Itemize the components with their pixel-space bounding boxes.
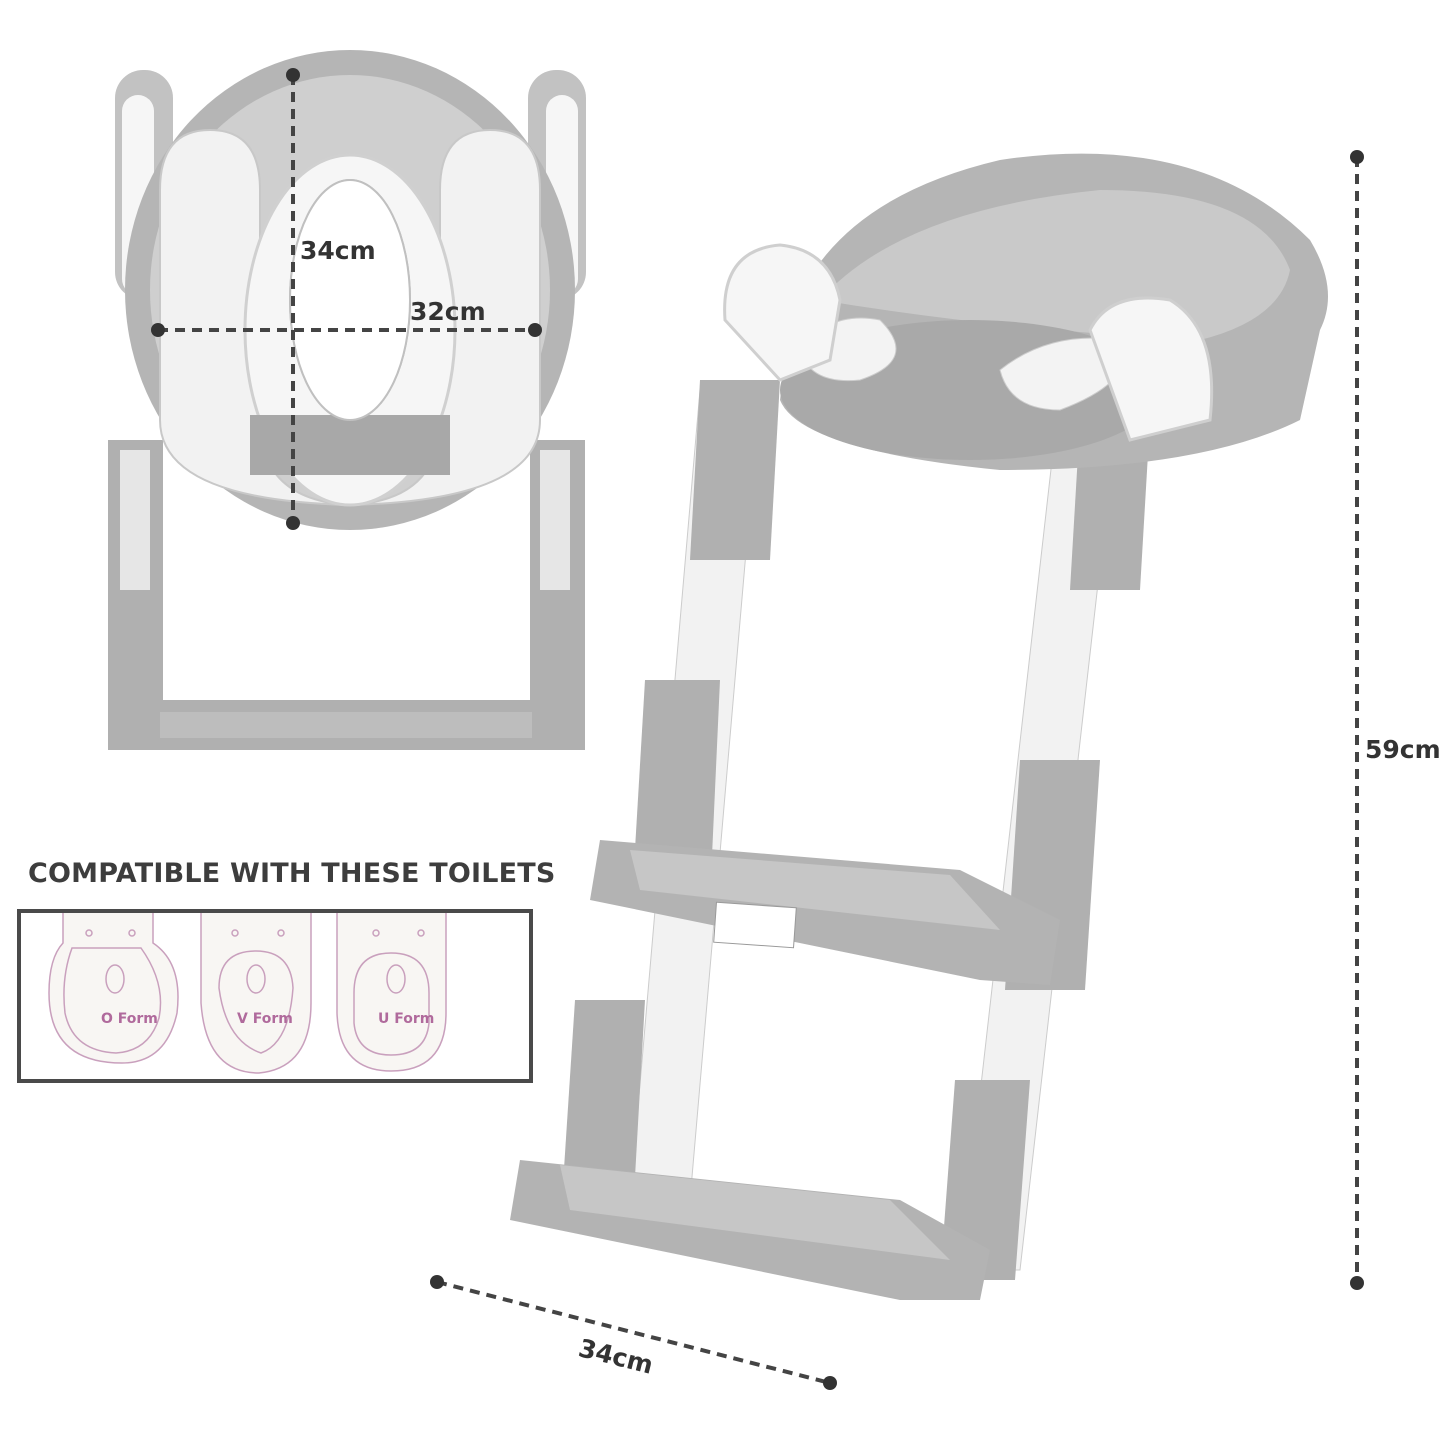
front-view <box>108 50 586 750</box>
compatibility-title: COMPATIBLE WITH THESE TOILETS <box>28 858 556 889</box>
ladder-view <box>510 153 1328 1300</box>
toilet-label-u: U Form <box>378 1011 435 1027</box>
front-dimension-lines <box>158 75 1359 1385</box>
v-form-toilet-icon <box>200 913 312 1074</box>
toilet-label-v: V Form <box>237 1011 293 1027</box>
toilet-shapes <box>48 913 447 1074</box>
seat-height-label: 34cm <box>300 236 376 265</box>
compatibility-box: O Form V Form U Form <box>17 909 533 1083</box>
o-form-toilet-icon <box>48 913 179 1064</box>
total-height-label: 59cm <box>1365 735 1441 764</box>
seat-width-label: 32cm <box>410 297 486 326</box>
u-form-toilet-icon <box>336 913 447 1072</box>
toilet-label-o: O Form <box>101 1011 158 1027</box>
